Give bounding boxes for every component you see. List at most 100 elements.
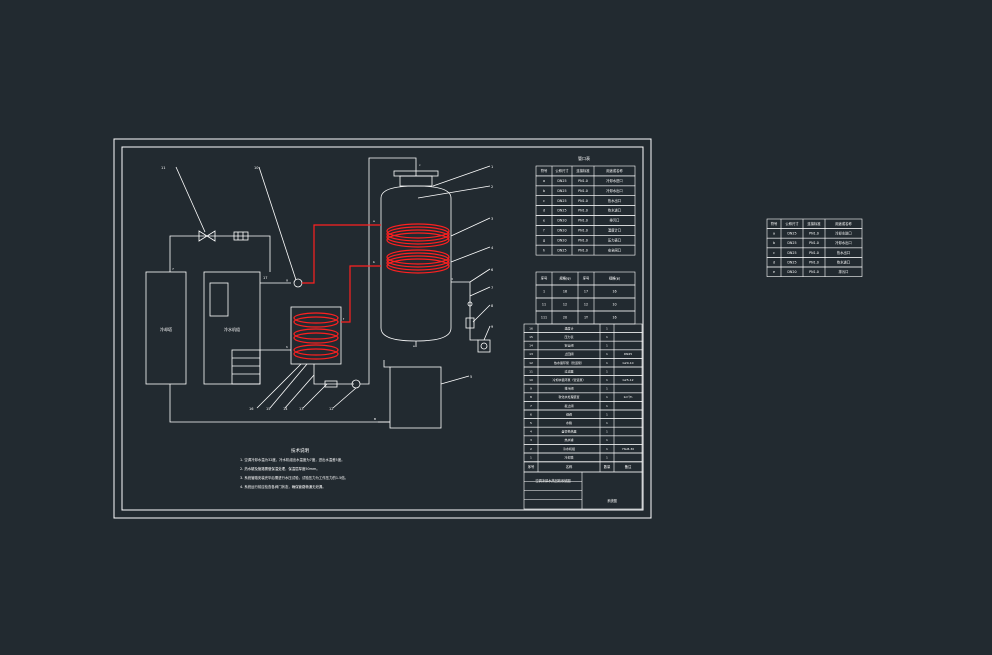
side-table-cell: c	[773, 251, 775, 255]
nozzle-table-cell: 压力表口	[608, 237, 621, 242]
bom-cell: 软化水处理装置	[558, 394, 579, 399]
bom-cell: G20-10	[622, 361, 633, 365]
bom-cell: 9	[530, 387, 532, 391]
bom-cell: 1	[606, 412, 608, 416]
chiller-panel	[209, 282, 229, 317]
bom-cell: G25-12	[622, 378, 633, 382]
bom-cell: 13	[529, 352, 533, 356]
bom-header-cell: 名称	[566, 464, 573, 469]
bom-cell: 11	[529, 369, 533, 373]
nozzle-table-cell: 安全阀口	[608, 247, 621, 252]
nozzle-table-cell: 冷却水进口	[606, 178, 622, 183]
bom-cell: 8	[530, 395, 532, 399]
valve-table-cell: 17	[584, 290, 588, 294]
bom-cell: 3	[530, 438, 532, 442]
notes-title: 技术说明	[291, 447, 309, 454]
leader-lines	[175, 166, 206, 233]
valve-table-cell: 20	[563, 316, 567, 320]
bom-cell: DN25	[624, 352, 632, 356]
nozzle-table-cell: b	[543, 189, 545, 193]
side-table-cell: PN1.0	[809, 232, 819, 236]
valve-table-cell: 111	[541, 316, 547, 320]
nozzle-table-cell: DN20	[557, 219, 566, 223]
nozzle-table-cell: a	[543, 179, 545, 183]
chiller-grille	[231, 349, 261, 385]
bom-row	[523, 332, 643, 342]
instrument-line	[469, 282, 478, 341]
cooling-water-return-pipe	[169, 384, 390, 423]
bom-cell: 5	[530, 421, 532, 425]
coil-and-hot-water-pipes	[293, 223, 450, 360]
side-table-cell: 冷却水出口	[835, 240, 851, 245]
bom-row	[523, 435, 643, 445]
bom-cell: 止回阀	[564, 351, 573, 356]
exchanger-coil	[293, 312, 339, 360]
side-table-cell: 热水出口	[837, 250, 850, 255]
bom-cell: 闸阀	[566, 411, 572, 416]
nozzle-table-cell: PN1.0	[578, 179, 588, 183]
callout-number: 12	[329, 407, 333, 411]
note-line: 2. 热水罐及管路需做保温处理，保温层厚度50mm。	[240, 466, 320, 471]
bom-cell: 冷水机组	[563, 446, 575, 451]
drawing-title: 空调冷却水热回收系统图	[535, 478, 570, 483]
bom-cell: 15	[529, 335, 533, 339]
side-table-cell: 公称尺寸	[785, 221, 799, 226]
bom-cell: 1	[606, 447, 608, 451]
bom-cell: 热水循环泵（管道泵）	[554, 360, 584, 365]
bom-cell: 7	[530, 404, 532, 408]
nozzle-table-cell: 连接标准	[576, 168, 590, 173]
bom-cell: 1	[606, 438, 608, 442]
callout-number: 6	[491, 268, 493, 272]
callout-numbers: 11 10 1 2 3 4 6 7 8 9 5 16 15 14 13 12 1…	[161, 165, 494, 411]
nozzle-table-cell: 排污口	[610, 218, 620, 223]
bom-cell: 1	[606, 335, 608, 339]
callout-number: 10	[254, 166, 258, 170]
nozzle-table-cell: PN1.0	[578, 219, 588, 223]
side-table-cell: 冷却水进口	[835, 231, 851, 236]
temperature-gauge	[477, 339, 491, 353]
callout-number: 5	[470, 375, 472, 379]
small-label: 7	[172, 267, 174, 271]
pipe-label: h	[286, 345, 288, 349]
callout-number: 1	[491, 165, 493, 169]
bom-row	[523, 366, 643, 376]
hot-water-tank	[380, 185, 452, 342]
tank-coil-upper	[386, 223, 450, 248]
nozzle-table-cell: DN20	[557, 238, 566, 242]
callout-number: 8	[491, 304, 493, 308]
bom-cell: 2	[530, 447, 532, 451]
side-table-cell: PN1.0	[809, 251, 819, 255]
valve-table-cell: 16	[612, 290, 616, 294]
nozzle-table-cell: 冷却水出口	[606, 188, 622, 193]
bom-cell: 1	[606, 326, 608, 330]
nozzle-table-cell: DN25	[557, 248, 566, 252]
valve-table-cell: 序号	[541, 276, 548, 281]
note-line: 3. 系统管路安装完毕后需进行水压试验，试验压力为工作压力的1.5倍。	[240, 475, 348, 480]
tank-manhole-neck	[399, 175, 433, 187]
callout-number: 4	[491, 246, 494, 250]
nozzle-table-cell: PN1.0	[578, 199, 588, 203]
hot-water-return-pipe	[341, 265, 381, 323]
bom-header-cell: 序号	[528, 464, 535, 469]
water-tank	[389, 366, 442, 429]
nozzle-table-cell: DN25	[557, 179, 566, 183]
outer-sheet-frame	[113, 138, 652, 519]
valve-table-cell: 规格(φ)	[609, 276, 620, 281]
valve-table-cell: 10	[612, 303, 616, 307]
nozzle-table-cell: DN25	[557, 199, 566, 203]
valve-table-cell: 11	[542, 303, 546, 307]
callout-number: 7	[491, 286, 493, 290]
small-label: B	[374, 417, 376, 421]
pipe-label: e	[413, 344, 415, 348]
bom-row	[523, 418, 643, 428]
callout-number: 9	[491, 325, 493, 329]
valve-table-cell: 规格(φ)	[559, 276, 570, 281]
nozzle-table-cell: 温度计口	[608, 228, 621, 233]
side-table-row	[766, 266, 863, 277]
valve-table-cell: 16	[563, 290, 567, 294]
hot-water-supply-pipe	[302, 224, 381, 284]
